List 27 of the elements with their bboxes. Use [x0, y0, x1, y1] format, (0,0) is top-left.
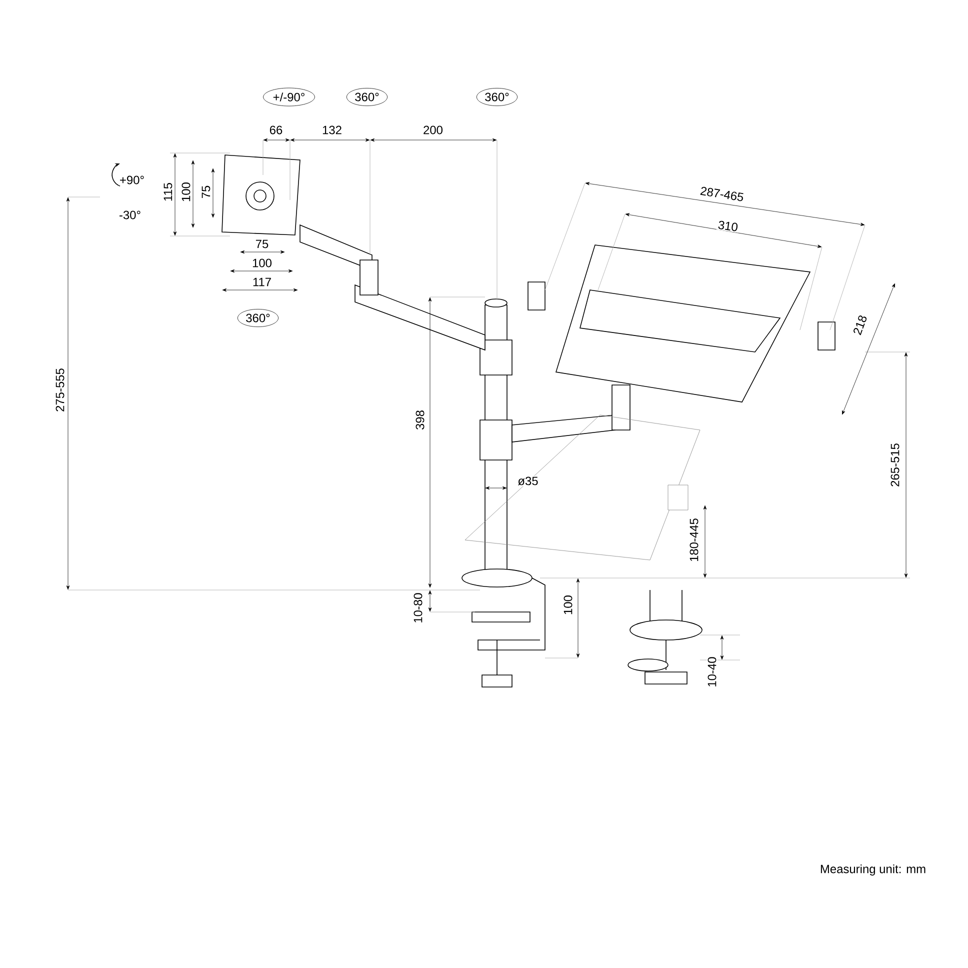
unit-note: Measuring unit: mm [818, 863, 928, 877]
rotation-badge: 360° [346, 88, 388, 106]
dimension-label: 75 [200, 184, 212, 200]
rotation-badge: 360° [238, 309, 278, 327]
dimension-label: 75 [254, 238, 270, 250]
rotation-badge: 360° [476, 88, 518, 106]
dimension-label: 265-515 [890, 442, 900, 488]
dimension-label: 287-465 [698, 185, 746, 203]
angle-label: -30° [118, 210, 142, 220]
dimension-label: 115 [162, 181, 174, 203]
dimension-label: 100 [180, 181, 192, 203]
dimension-label: 275-555 [54, 367, 66, 413]
dimension-label: 310 [716, 219, 740, 233]
dimension-label: 100 [562, 594, 574, 616]
dimension-label: 398 [414, 409, 426, 431]
dimension-label: 180-445 [688, 517, 700, 563]
dimension-label: ø35 [516, 476, 540, 486]
dimension-label: 100 [251, 258, 273, 268]
dimension-label: 117 [251, 276, 273, 288]
angle-label: +90° [118, 174, 146, 186]
dimension-label: 132 [321, 124, 343, 136]
dimension-label: 66 [268, 124, 284, 136]
dimension-label: 218 [851, 312, 869, 338]
rotation-badge: +/-90° [263, 88, 315, 106]
dimension-label: 10-80 [412, 592, 424, 624]
dimension-label: 10-40 [706, 656, 718, 688]
dimension-label: 200 [422, 124, 444, 136]
